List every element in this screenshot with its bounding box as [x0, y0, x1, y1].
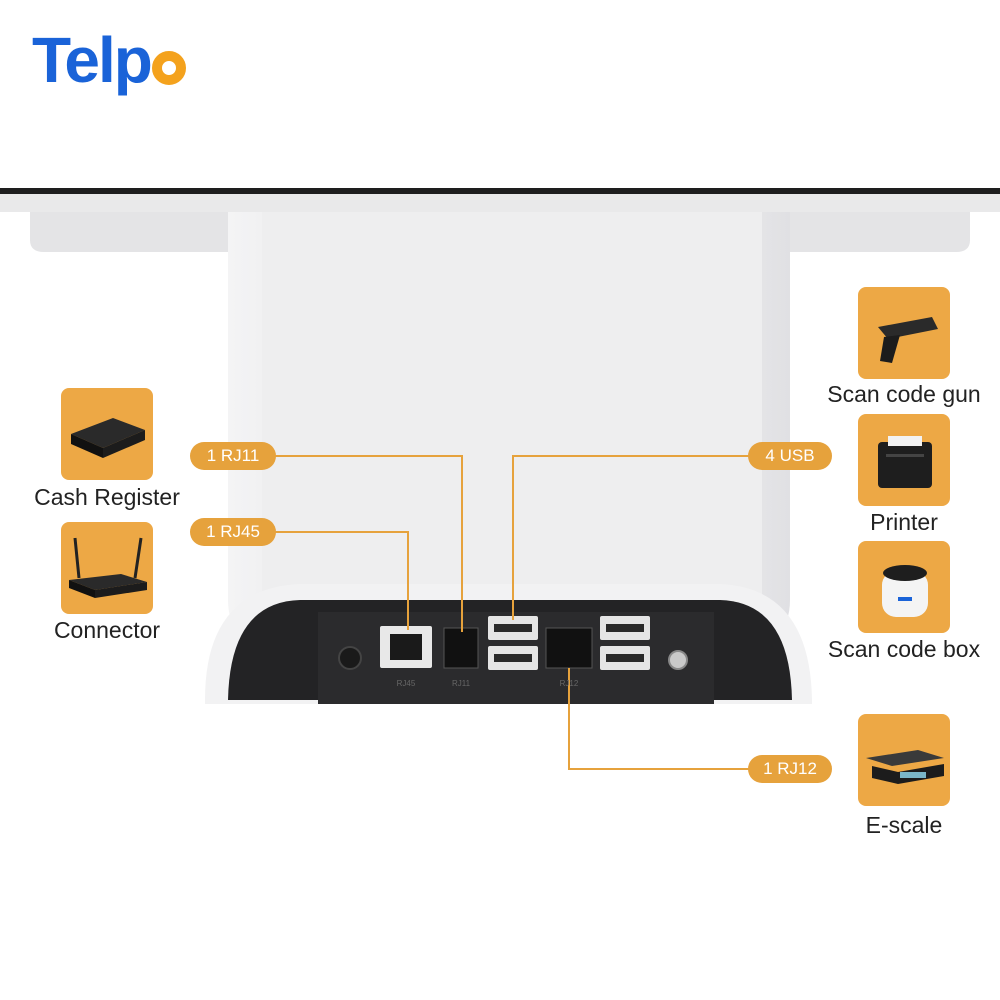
- router-connector-icon: [61, 522, 153, 614]
- port-tag-rj45: RJ45: [396, 679, 416, 688]
- barcode-scanner-gun-icon: [858, 287, 950, 379]
- device-label-e-scale: E-scale: [865, 812, 943, 838]
- cash-register-box-icon: [61, 388, 153, 480]
- screen-back-right: [790, 212, 970, 252]
- line-usb: [512, 455, 750, 620]
- scan-code-box-icon: [858, 541, 950, 633]
- device-label-cash-register: Cash Register: [34, 484, 180, 510]
- device-label-scan-code-box: Scan code box: [827, 636, 981, 662]
- callout-rj12: 1 RJ12: [748, 755, 832, 783]
- callout-rj45: 1 RJ45: [190, 518, 276, 546]
- callout-usb: 4 USB: [748, 442, 832, 470]
- port-tag-rj11: RJ11: [451, 679, 471, 688]
- rj12-port: [545, 627, 593, 669]
- screen-bezel: [0, 188, 1000, 194]
- callout-lines: [270, 455, 750, 770]
- logo-o-ring: [151, 51, 186, 85]
- audio-jack: [668, 650, 688, 670]
- power-jack: [338, 646, 362, 670]
- telpo-logo: Telp: [32, 28, 186, 92]
- device-label-connector: Connector: [53, 617, 161, 643]
- device-label-scan-code-gun: Scan code gun: [827, 381, 981, 407]
- screen-back-left: [30, 212, 230, 252]
- rj11-port: [443, 627, 479, 669]
- logo-text: Telp: [32, 24, 153, 96]
- callout-rj11: 1 RJ11: [190, 442, 276, 470]
- line-rj45: [270, 531, 409, 630]
- electronic-scale-icon: [858, 714, 950, 806]
- port-tag-rj12: RJ12: [559, 679, 579, 688]
- line-rj12: [568, 668, 750, 770]
- line-rj11: [270, 455, 463, 632]
- receipt-printer-icon: [858, 414, 950, 506]
- device-label-printer: Printer: [870, 509, 938, 535]
